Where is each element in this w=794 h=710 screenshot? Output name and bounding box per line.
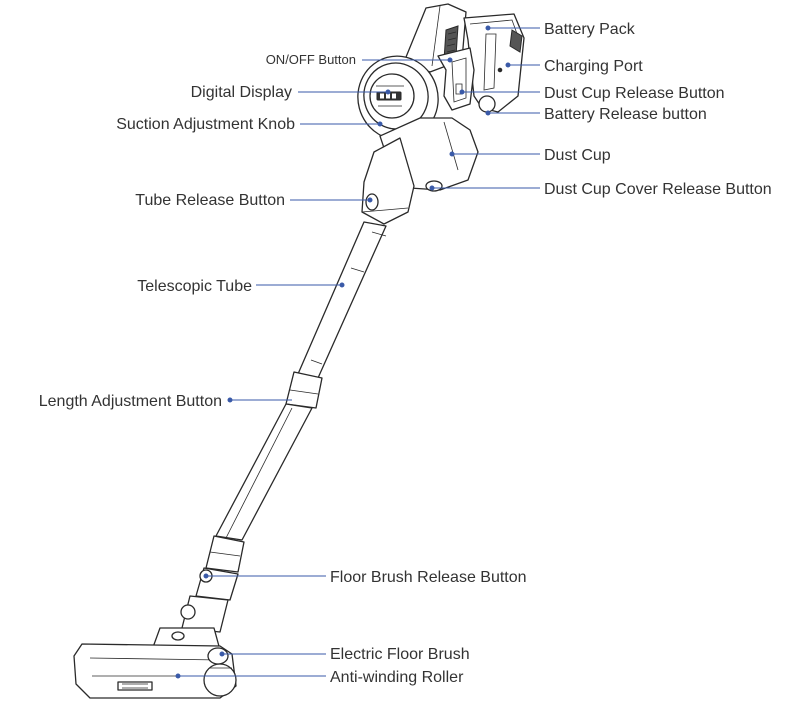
lower-collar xyxy=(195,535,245,601)
label-telescopic-tube: Telescopic Tube xyxy=(137,278,252,295)
label-battery-release-button: Battery Release button xyxy=(544,106,707,123)
leader-battery-release xyxy=(485,110,540,116)
label-digital-display: Digital Display xyxy=(191,84,292,101)
leader-length-adjustment xyxy=(227,397,292,403)
trigger-frame xyxy=(437,47,475,111)
leader-dust-cup-cover-release xyxy=(429,185,540,191)
labels: Battery Pack ON/OFF Button Charging Port… xyxy=(39,21,772,686)
length-collar xyxy=(285,371,323,409)
label-length-adjustment-button: Length Adjustment Button xyxy=(39,393,222,410)
label-anti-winding-roller: Anti-winding Roller xyxy=(330,669,464,686)
leader-battery-pack xyxy=(485,25,540,31)
label-dust-cup: Dust Cup xyxy=(544,147,611,164)
leader-dust-cup-release xyxy=(459,89,540,95)
label-floor-brush-release-button: Floor Brush Release Button xyxy=(330,569,527,586)
label-suction-adjustment-knob: Suction Adjustment Knob xyxy=(116,116,295,133)
leader-anti-winding-roller xyxy=(175,673,326,679)
leader-telescopic-tube xyxy=(256,282,345,288)
tube-lower xyxy=(215,403,313,541)
leader-dust-cup xyxy=(449,151,540,157)
leader-lines xyxy=(175,25,540,679)
label-on-off-button: ON/OFF Button xyxy=(266,52,356,67)
leader-digital-display xyxy=(298,89,391,95)
motor-head xyxy=(357,55,439,141)
tube-connector xyxy=(361,137,415,225)
label-dust-cup-cover-release-button: Dust Cup Cover Release Button xyxy=(544,181,772,198)
leader-electric-floor-brush xyxy=(219,651,326,657)
leader-suction-knob xyxy=(300,121,383,127)
floor-brush xyxy=(73,643,237,699)
label-dust-cup-release-button: Dust Cup Release Button xyxy=(544,85,725,102)
leader-tube-release xyxy=(290,197,373,203)
tube-upper xyxy=(297,221,387,379)
label-electric-floor-brush: Electric Floor Brush xyxy=(330,646,470,663)
brush-neck xyxy=(151,595,229,651)
vacuum-illustration xyxy=(73,3,525,699)
leader-floor-brush-release xyxy=(203,573,326,579)
leader-charging-port xyxy=(505,62,540,68)
label-tube-release-button: Tube Release Button xyxy=(135,192,285,209)
leader-on-off-button xyxy=(362,57,453,63)
battery-pack xyxy=(463,13,525,113)
label-battery-pack: Battery Pack xyxy=(544,21,636,38)
label-charging-port: Charging Port xyxy=(544,58,643,75)
